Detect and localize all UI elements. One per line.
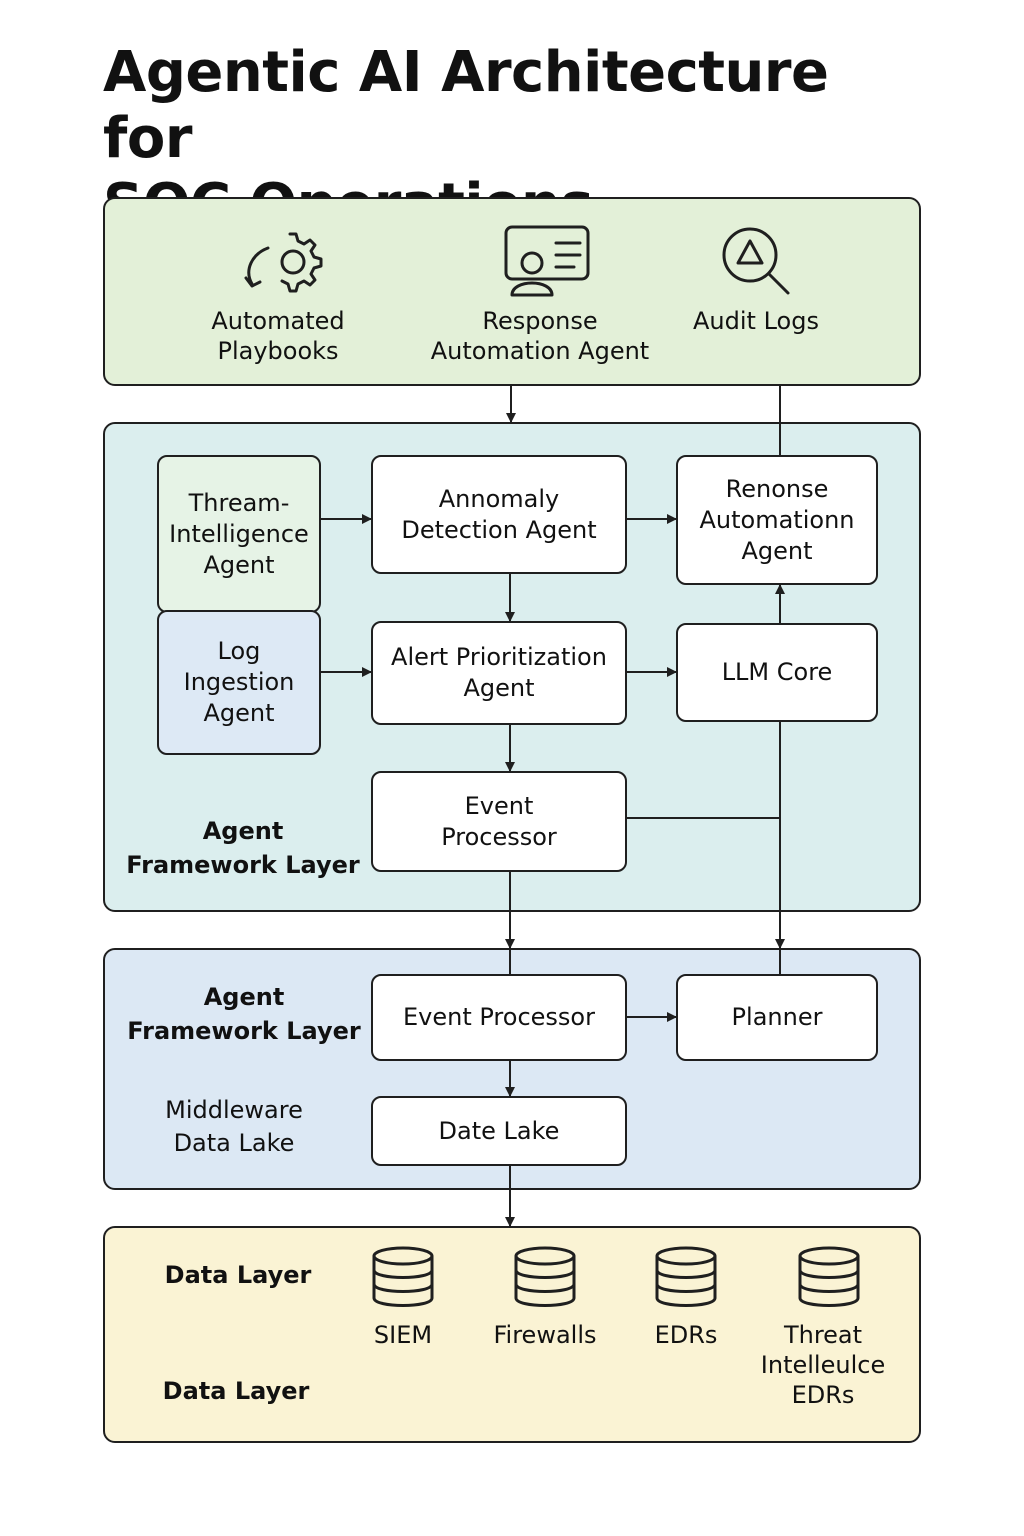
database-icon bbox=[372, 1246, 434, 1307]
agent-framework-layer-label: Agent Framework Layer bbox=[126, 817, 360, 879]
middleware-event-processor[interactable]: Event Processor bbox=[371, 974, 627, 1061]
database-icon bbox=[655, 1246, 717, 1307]
database-icon bbox=[798, 1246, 860, 1307]
response-automation-agent-label: Response Automation Agent bbox=[430, 307, 650, 365]
llm-core[interactable]: LLM Core bbox=[676, 623, 878, 722]
data-lake[interactable]: Date Lake bbox=[371, 1096, 627, 1166]
id-card-icon bbox=[504, 225, 590, 297]
response-automation-agent[interactable]: Renonse Automationn Agent bbox=[676, 455, 878, 585]
automated-playbooks-label: Automated Playbooks bbox=[211, 307, 345, 365]
database-icon bbox=[514, 1246, 576, 1307]
middleware-data-lake-label: Middleware Data Lake bbox=[165, 1096, 303, 1157]
data-layer-label-top: Data Layer bbox=[164, 1261, 312, 1289]
middleware-framework-label: Agent Framework Layer bbox=[127, 983, 361, 1045]
magnifier-alert-icon bbox=[722, 227, 790, 295]
log-ingestion-agent[interactable]: Log Ingestion Agent bbox=[157, 610, 321, 755]
event-processor[interactable]: Event Processor bbox=[371, 771, 627, 872]
threat-intelligence-edrs-label: Threat Intelleulce EDRs bbox=[760, 1321, 886, 1409]
gear-icon bbox=[244, 232, 323, 293]
alert-prioritization-agent[interactable]: Alert Prioritization Agent bbox=[371, 621, 627, 725]
threat-intelligence-agent[interactable]: Thream- Intelligence Agent bbox=[157, 455, 321, 613]
edrs-label: EDRs bbox=[654, 1321, 718, 1349]
planner[interactable]: Planner bbox=[676, 974, 878, 1061]
anomaly-detection-agent[interactable]: Annomaly Detection Agent bbox=[371, 455, 627, 574]
siem-label: SIEM bbox=[373, 1321, 433, 1349]
data-layer-label-bottom: Data Layer bbox=[162, 1377, 310, 1405]
data-layer bbox=[103, 1226, 921, 1443]
audit-logs-label: Audit Logs bbox=[693, 307, 819, 335]
firewalls-label: Firewalls bbox=[493, 1321, 597, 1349]
